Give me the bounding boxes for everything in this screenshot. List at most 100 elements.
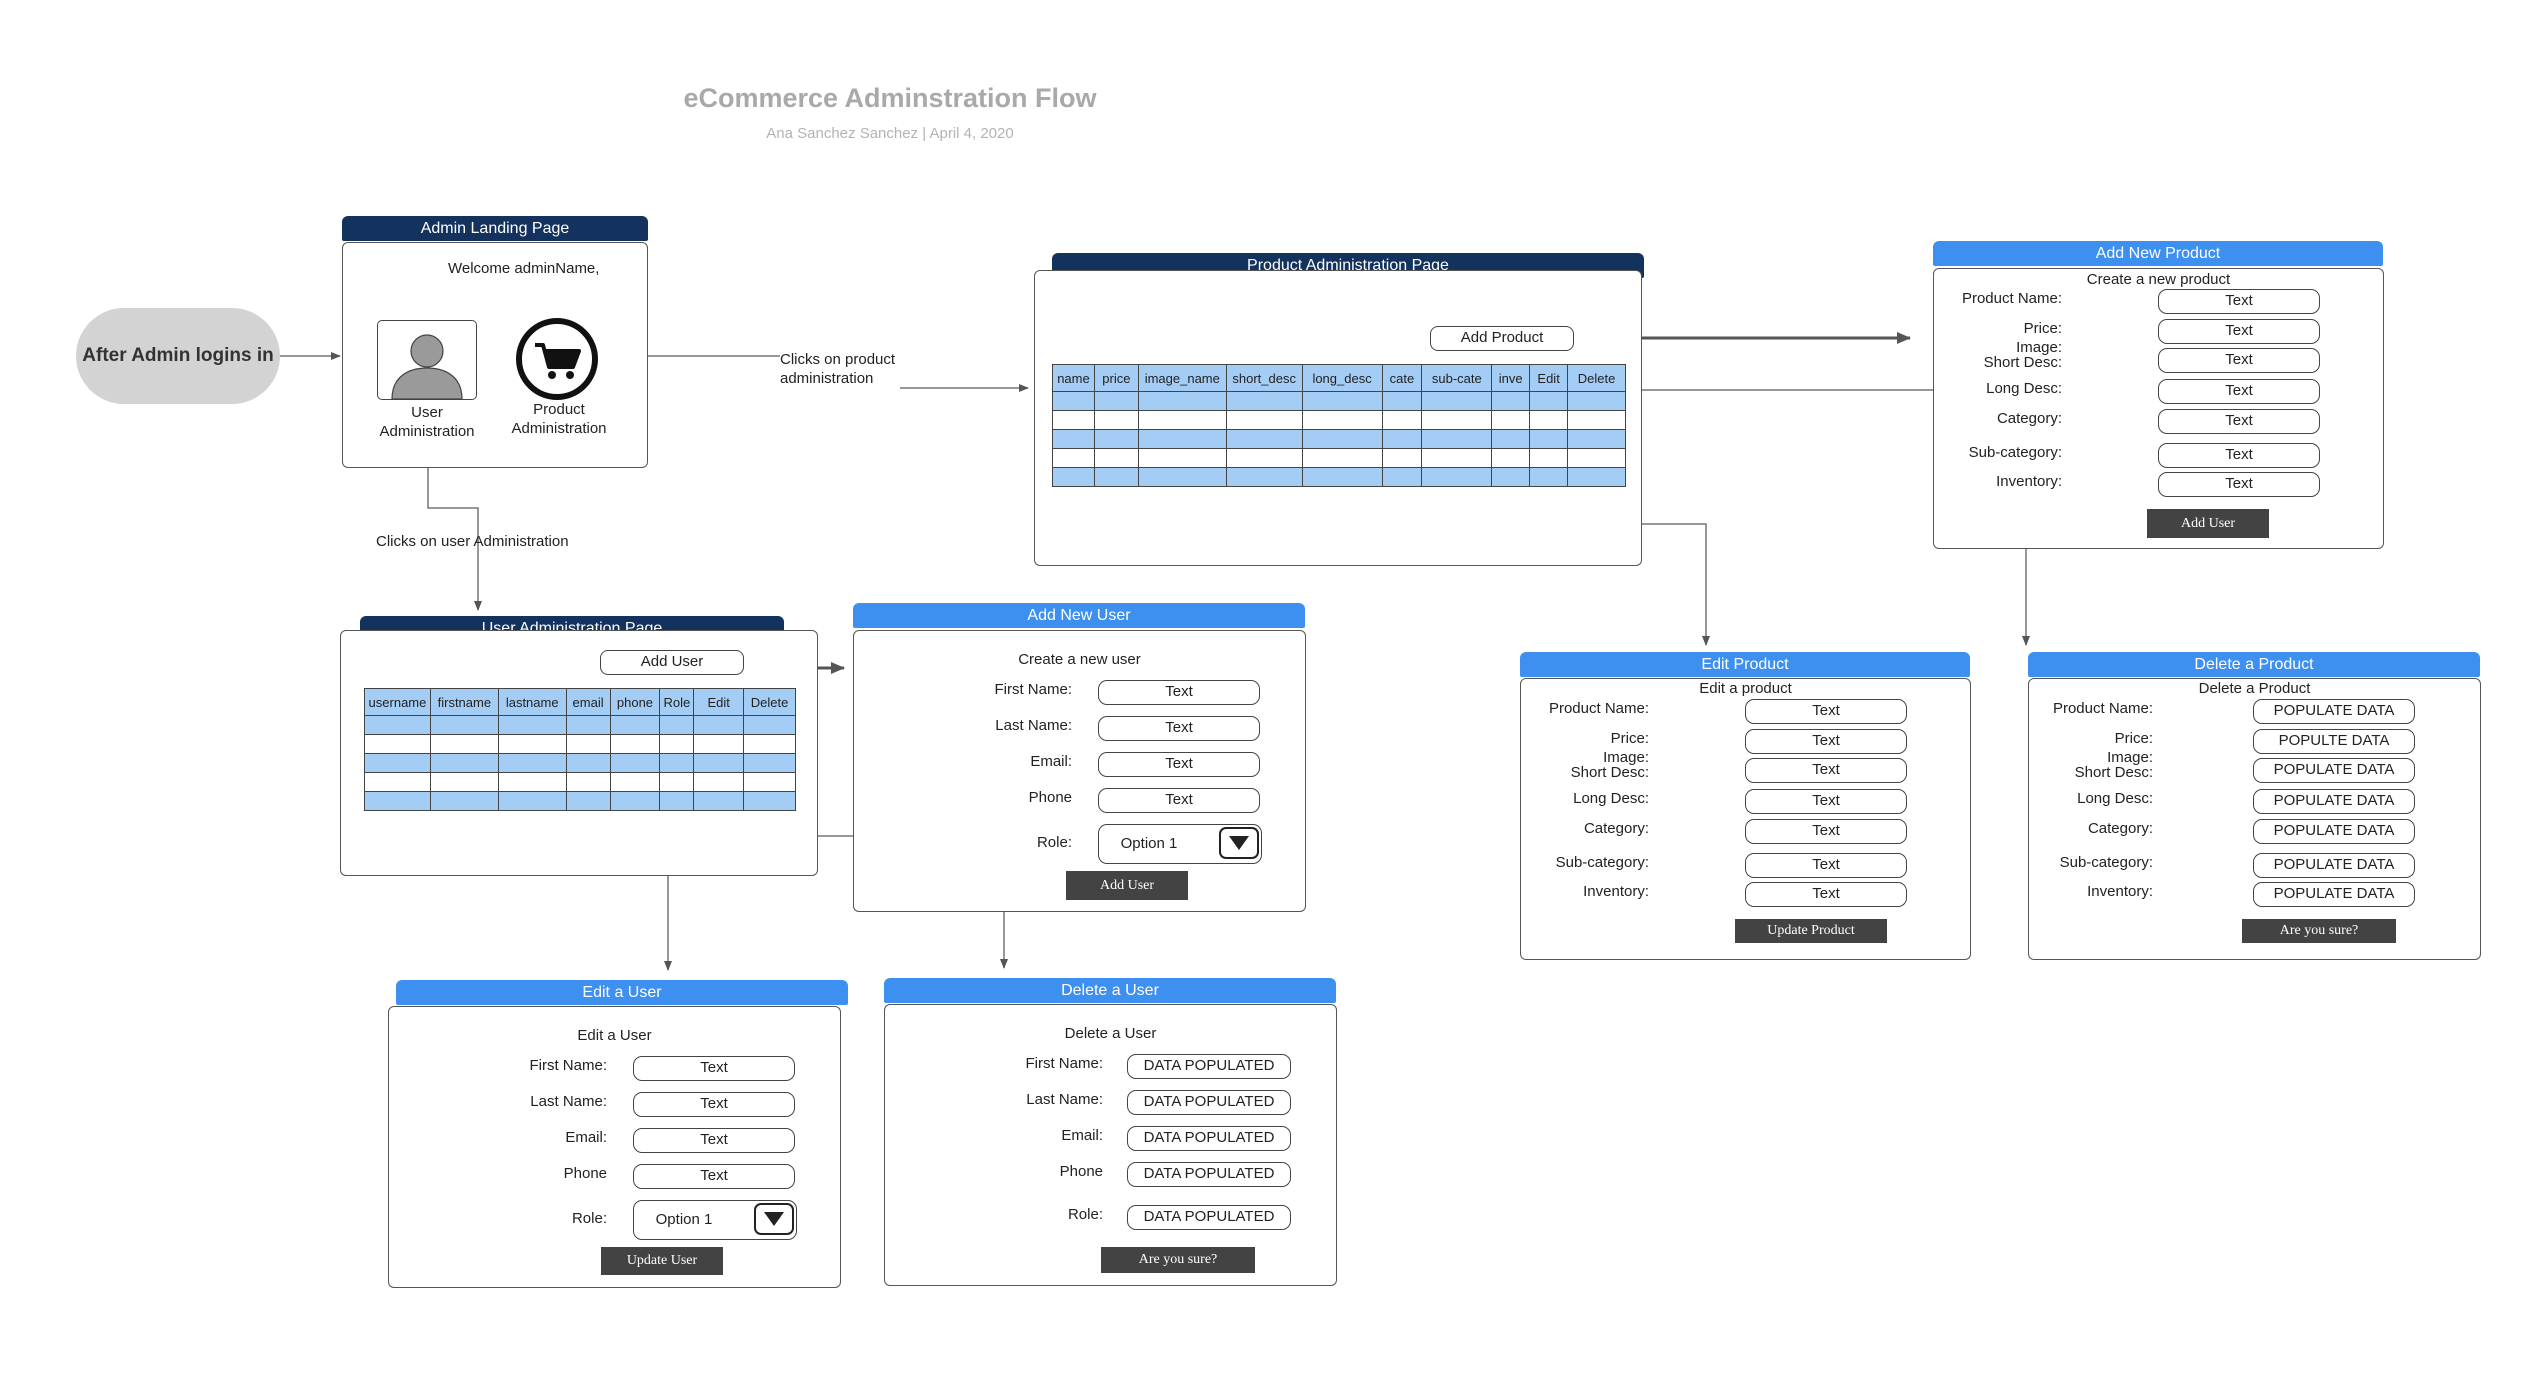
add_user-field-3[interactable]: Text	[1098, 788, 1260, 813]
landing-panel: Welcome adminName, User Administration P…	[342, 242, 648, 468]
add_product-field-5[interactable]: Text	[2158, 443, 2320, 468]
add_product-field-3[interactable]: Text	[2158, 379, 2320, 404]
edit_product-field-6[interactable]: Text	[1745, 882, 1907, 907]
dropdown-arrow-icon[interactable]	[754, 1203, 794, 1235]
add_product-submit-button[interactable]: Add User	[2147, 509, 2269, 538]
edit_user-label-0: First Name:	[529, 1057, 607, 1074]
edit_user-field-0[interactable]: Text	[633, 1056, 795, 1081]
edit_product-field-0[interactable]: Text	[1745, 699, 1907, 724]
table-cell	[1052, 467, 1095, 487]
role-select[interactable]: Option 1	[1098, 824, 1262, 864]
user-table-col-7[interactable]: Delete	[743, 688, 796, 716]
table-cell	[429, 753, 499, 773]
add_user-field-0[interactable]: Text	[1098, 680, 1260, 705]
table-row[interactable]	[364, 791, 796, 811]
table-cell	[497, 753, 567, 773]
edit_user-field-3[interactable]: Text	[633, 1164, 795, 1189]
delete_user-field-2[interactable]: DATA POPULATED	[1127, 1126, 1291, 1151]
delete_user-field-4[interactable]: DATA POPULATED	[1127, 1205, 1291, 1230]
delete_product-label-6: Inventory:	[2087, 883, 2153, 900]
table-cell	[743, 772, 796, 792]
table-row[interactable]	[1052, 391, 1626, 411]
add_user-field-2[interactable]: Text	[1098, 752, 1260, 777]
start-label: After Admin logins in	[82, 345, 274, 366]
table-cell	[1381, 448, 1423, 468]
table-cell	[743, 715, 796, 735]
delete_user-field-3[interactable]: DATA POPULATED	[1127, 1162, 1291, 1187]
product-table-col-8[interactable]: Edit	[1529, 364, 1569, 392]
add_user-submit-button[interactable]: Add User	[1066, 871, 1188, 900]
add_user-field-1[interactable]: Text	[1098, 716, 1260, 741]
table-row[interactable]	[364, 734, 796, 754]
edit_product-field-5[interactable]: Text	[1745, 853, 1907, 878]
delete_product-field-0[interactable]: POPULATE DATA	[2253, 699, 2415, 724]
table-cell	[609, 772, 661, 792]
table-row[interactable]	[364, 772, 796, 792]
table-cell	[1529, 467, 1569, 487]
product-admin-label[interactable]: Product Administration	[511, 401, 607, 437]
table-cell	[1301, 448, 1383, 468]
product-table-col-7: inve	[1491, 364, 1531, 392]
table-cell	[565, 734, 611, 754]
add_product-field-6[interactable]: Text	[2158, 472, 2320, 497]
table-cell	[1567, 448, 1626, 468]
edit_product-field-2[interactable]: Text	[1745, 758, 1907, 783]
product-table-col-0: name	[1052, 364, 1095, 392]
table-row[interactable]	[1052, 429, 1626, 449]
delete_product-field-3[interactable]: POPULATE DATA	[2253, 789, 2415, 814]
delete-user-header: Delete a User	[884, 978, 1336, 1003]
delete_product-field-2[interactable]: POPULATE DATA	[2253, 758, 2415, 783]
user-admin-tile[interactable]	[377, 320, 477, 400]
edit_product-submit-button[interactable]: Update Product	[1735, 919, 1887, 943]
delete_user-heading: Delete a User	[1064, 1025, 1157, 1042]
table-row[interactable]	[1052, 448, 1626, 468]
user-admin-label[interactable]: User Administration	[379, 404, 475, 440]
table-cell	[1301, 467, 1383, 487]
table-cell	[364, 734, 431, 754]
dropdown-arrow-icon[interactable]	[1219, 827, 1259, 859]
add_product-field-4[interactable]: Text	[2158, 409, 2320, 434]
add_product-field-0[interactable]: Text	[2158, 289, 2320, 314]
table-row[interactable]	[364, 715, 796, 735]
role-select[interactable]: Option 1	[633, 1200, 797, 1240]
edit_user-submit-button[interactable]: Update User	[601, 1247, 723, 1275]
delete_user-field-0[interactable]: DATA POPULATED	[1127, 1054, 1291, 1079]
product-table-col-9[interactable]: Delete	[1567, 364, 1626, 392]
edit_user-field-1[interactable]: Text	[633, 1092, 795, 1117]
table-row[interactable]	[364, 753, 796, 773]
delete_product-field-6[interactable]: POPULATE DATA	[2253, 882, 2415, 907]
table-cell	[1052, 391, 1095, 411]
table-cell	[1052, 410, 1095, 430]
table-cell	[693, 715, 745, 735]
table-cell	[1137, 467, 1227, 487]
table-cell	[1225, 448, 1303, 468]
add_product-label-5: Sub-category:	[1968, 444, 2062, 461]
shopping-cart-icon	[516, 318, 598, 400]
diagram-subtitle: Ana Sanchez Sanchez | April 4, 2020	[766, 125, 1014, 142]
add-product-button[interactable]: Add Product	[1430, 326, 1574, 351]
delete_user-field-1[interactable]: DATA POPULATED	[1127, 1090, 1291, 1115]
product-admin-tile[interactable]	[515, 317, 599, 401]
delete_product-submit-button[interactable]: Are you sure?	[2242, 919, 2396, 943]
edit_product-field-4[interactable]: Text	[1745, 819, 1907, 844]
edit_product-field-3[interactable]: Text	[1745, 789, 1907, 814]
edit_product-field-1[interactable]: Text	[1745, 729, 1907, 754]
add-user-button[interactable]: Add User	[600, 650, 744, 675]
delete_product-label-0: Product Name:	[2052, 700, 2153, 717]
add_user-role-label: Role:	[1036, 834, 1072, 851]
add_product-field-2[interactable]: Text	[2158, 348, 2320, 373]
table-cell	[659, 753, 695, 773]
edit_user-field-2[interactable]: Text	[633, 1128, 795, 1153]
table-row[interactable]	[1052, 410, 1626, 430]
delete_product-heading: Delete a Product	[2198, 680, 2311, 697]
edit_product-heading: Edit a product	[1699, 680, 1792, 697]
user-table-col-6[interactable]: Edit	[693, 688, 745, 716]
add_product-field-1[interactable]: Text	[2158, 319, 2320, 344]
delete_product-field-1[interactable]: POPULTE DATA	[2253, 729, 2415, 754]
delete_product-field-5[interactable]: POPULATE DATA	[2253, 853, 2415, 878]
delete_product-field-4[interactable]: POPULATE DATA	[2253, 819, 2415, 844]
delete_product-label-1: Price:	[2114, 730, 2153, 747]
table-row[interactable]	[1052, 467, 1626, 487]
delete_user-submit-button[interactable]: Are you sure?	[1101, 1247, 1255, 1273]
